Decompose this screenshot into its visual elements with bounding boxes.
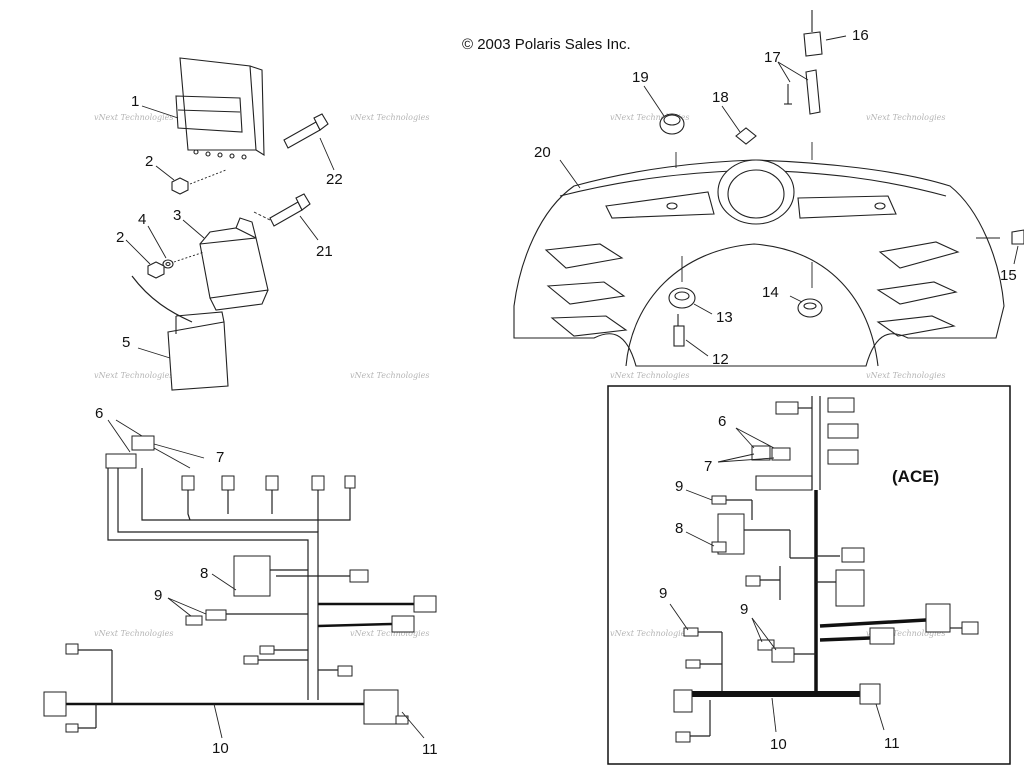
part-14-plug	[789, 262, 823, 318]
callout-6: 6	[95, 405, 103, 422]
callout-8: 8	[200, 565, 208, 582]
callout-10: 10	[212, 740, 229, 757]
ace-inset-title: (ACE)	[892, 467, 939, 486]
part-20-dash-pod	[513, 159, 1005, 367]
watermark: vNext Technologies	[610, 371, 689, 380]
callout-4: 4	[138, 211, 146, 228]
watermark: vNext Technologies	[94, 371, 173, 380]
callout-17: 17	[764, 49, 781, 66]
watermark: vNext Technologies	[94, 113, 173, 122]
part-4-washer	[147, 225, 174, 269]
callout-15: 15	[1000, 267, 1017, 284]
watermark: vNext Technologies	[94, 629, 173, 638]
part-2-nut-upper	[155, 165, 227, 195]
watermark: vNext Technologies	[610, 629, 689, 638]
copyright-text: © 2003 Polaris Sales Inc.	[462, 36, 631, 53]
callout-10-ace: 10	[770, 736, 787, 753]
callout-21: 21	[316, 243, 333, 260]
part-1-ecu	[141, 57, 265, 160]
part-15-screw	[976, 229, 1024, 265]
callout-12: 12	[712, 351, 729, 368]
watermark: vNext Technologies	[350, 629, 429, 638]
callout-2: 2	[145, 153, 153, 170]
watermark: vNext Technologies	[866, 629, 945, 638]
part-21-bolt	[253, 193, 319, 241]
watermark: vNext Technologies	[866, 113, 945, 122]
callout-19: 19	[632, 69, 649, 86]
part-16-light	[803, 10, 847, 57]
callout-7: 7	[216, 449, 224, 466]
part-18-clip	[721, 105, 757, 145]
callout-8-ace: 8	[675, 520, 683, 537]
watermarks: vNext Technologies vNext Technologies vN…	[94, 113, 945, 638]
callout-22: 22	[326, 171, 343, 188]
callout-18: 18	[712, 89, 729, 106]
part-17-switch	[777, 61, 821, 160]
callout-9: 9	[154, 587, 162, 604]
callout-7-ace: 7	[704, 458, 712, 475]
callout-14: 14	[762, 284, 779, 301]
callout-11-ace: 11	[884, 735, 900, 752]
callout-2: 2	[116, 229, 124, 246]
watermark: vNext Technologies	[350, 113, 429, 122]
part-19-knob	[643, 85, 685, 168]
callout-13: 13	[716, 309, 733, 326]
ace-inset-frame	[607, 385, 1011, 765]
callout-3: 3	[173, 207, 181, 224]
callout-9-ace: 9	[675, 478, 683, 495]
callout-1: 1	[131, 93, 139, 110]
watermark: vNext Technologies	[350, 371, 429, 380]
main-wiring-harness	[43, 419, 437, 739]
part-22-bolt	[283, 113, 335, 171]
watermark: vNext Technologies	[866, 371, 945, 380]
part-5-module	[131, 275, 229, 391]
ace-inset: (ACE)	[607, 385, 1011, 765]
callout-9-ace: 9	[659, 585, 667, 602]
callout-16: 16	[852, 27, 869, 44]
callout-20: 20	[534, 144, 551, 161]
callout-9-ace: 9	[740, 601, 748, 618]
part-2-nut-lower	[125, 239, 205, 279]
callout-5: 5	[122, 334, 130, 351]
part-12-pin	[673, 314, 709, 357]
part-3-regulator	[182, 217, 269, 311]
callout-6-ace: 6	[718, 413, 726, 430]
part-13-plug	[668, 256, 713, 315]
callout-11: 11	[422, 741, 438, 758]
watermark: vNext Technologies	[610, 113, 689, 122]
